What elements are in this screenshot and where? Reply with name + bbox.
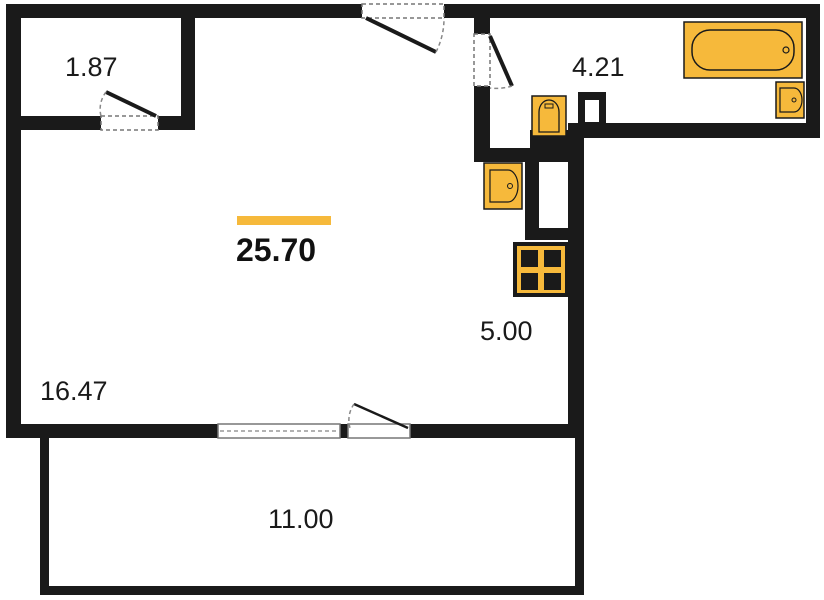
room-area-living-room: 16.47 [40,376,108,406]
room-area-balcony: 11.00 [268,504,334,534]
wall-top-right [470,4,815,18]
wall-right [806,4,820,138]
stove [513,242,569,297]
room-area-kitchen: 5.00 [480,316,533,346]
wall-bottom-left [6,424,218,438]
total-area-accent-bar [237,216,331,225]
wall-closet-bottom-right [158,116,195,130]
closet-door-frame [100,115,159,131]
room-area-bathroom: 4.21 [572,52,625,82]
wall-kitchen-right [568,123,584,437]
bath-door-frame [473,33,491,87]
balcony-bottom [40,586,584,595]
bathtub [683,21,803,79]
balcony-door-frame [347,423,411,439]
walls [6,4,820,595]
bath-door-swing [489,85,513,90]
entry-door-frame [361,3,445,19]
balcony-left [40,432,49,595]
wall-closet-bottom-left [6,116,101,130]
wall-bath-bottom [575,123,820,138]
bath-sink [775,81,805,119]
wall-closet-right [181,4,195,130]
wall-bath-left-lower [474,86,490,162]
balcony-right [575,432,584,595]
room-area-closet: 1.87 [65,52,118,82]
wall-bottom-right [410,424,584,438]
entry-door-leaf [365,16,437,54]
vent-shaft [578,92,606,128]
closet-door-swing [99,91,107,117]
total-area: 25.70 [236,232,317,268]
balcony-door-leaf [353,402,409,430]
bath-door-leaf [488,35,514,87]
wall-left [6,4,21,438]
kitchen-sink [483,162,523,210]
closet-door-leaf [105,90,157,118]
wall-shaft-bottom [525,228,575,240]
wall-door-jamb [340,424,348,438]
openings [99,3,514,439]
balcony-door-swing [348,403,355,429]
wall-bath-left [474,4,490,34]
wall-shaft [525,148,539,238]
balcony-window [217,423,341,439]
entry-door-swing [435,17,445,53]
toilet [531,95,567,137]
fixtures [483,21,805,297]
